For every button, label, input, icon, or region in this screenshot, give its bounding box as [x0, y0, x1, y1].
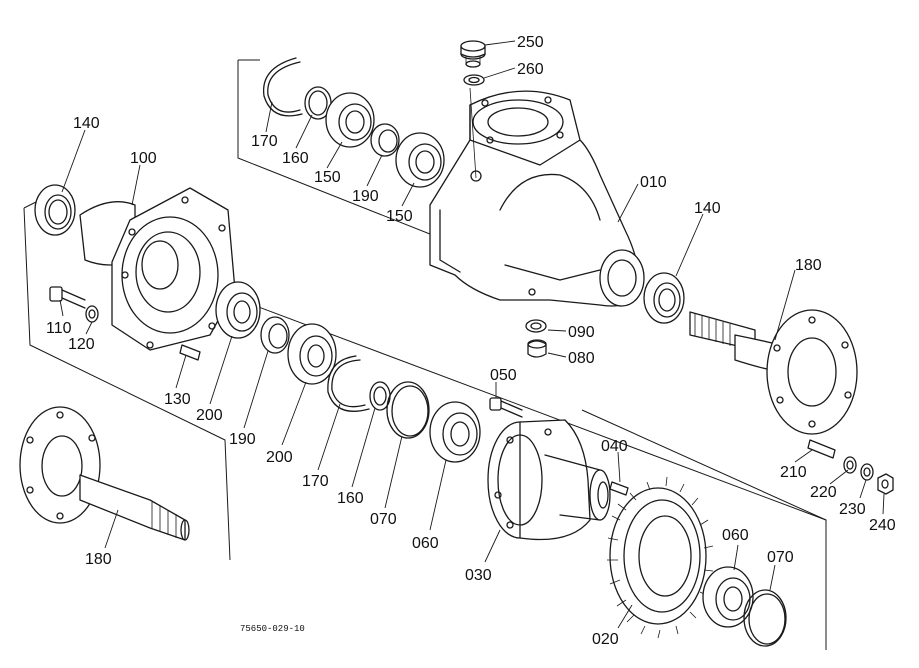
callout-170-upper: 170 [251, 133, 278, 150]
bolt-050 [489, 397, 523, 418]
callout-250: 250 [517, 34, 544, 51]
callout-090: 090 [568, 324, 595, 341]
pin-040 [609, 481, 629, 496]
washer-260 [463, 74, 485, 86]
callout-070-b: 070 [767, 549, 794, 566]
spacer-190-upper [370, 123, 400, 157]
callout-100: 100 [130, 150, 157, 167]
callout-060-a: 060 [412, 535, 439, 552]
callout-160-upper: 160 [282, 150, 309, 167]
bearing-060-b [702, 566, 754, 628]
callout-060-b: 060 [722, 527, 749, 544]
callout-080: 080 [568, 350, 595, 367]
callout-190-lower: 190 [229, 431, 256, 448]
callout-150-b: 150 [386, 208, 413, 225]
bearing-150-b [395, 132, 445, 188]
callout-170-lower: 170 [302, 473, 329, 490]
axle-shaft-180-left [19, 406, 190, 541]
oil-seal-140-left [34, 184, 76, 236]
drawing-reference-number: 75650-029-10 [240, 624, 305, 634]
callout-140-right: 140 [694, 200, 721, 217]
callout-210: 210 [780, 464, 807, 481]
snap-ring-170-upper [262, 57, 303, 117]
oil-seal-140-right [643, 272, 685, 324]
callout-050: 050 [490, 367, 517, 384]
washer-220 [843, 456, 857, 474]
bearing-housing-100 [79, 187, 236, 351]
stud-210 [807, 439, 836, 459]
bearing-200-a [215, 281, 261, 339]
callout-220: 220 [810, 484, 837, 501]
callout-140-left: 140 [73, 115, 100, 132]
callout-130: 130 [164, 391, 191, 408]
ring-gear-020 [607, 476, 714, 639]
callout-010: 010 [640, 174, 667, 191]
callout-240: 240 [869, 517, 896, 534]
bearing-150-a [325, 92, 375, 148]
pin-130 [179, 344, 201, 361]
callout-190-upper: 190 [352, 188, 379, 205]
callout-180-left: 180 [85, 551, 112, 568]
callout-200-a: 200 [196, 407, 223, 424]
callout-110: 110 [46, 320, 72, 337]
nut-240 [877, 473, 894, 495]
callout-040: 040 [601, 438, 628, 455]
differential-case-030 [487, 419, 611, 541]
part-callouts: 250 260 140 100 170 160 150 190 150 010 … [46, 34, 896, 648]
spacer-190-lower [260, 316, 290, 354]
plug-250 [460, 40, 486, 68]
gear-case-010 [429, 87, 645, 307]
callout-030: 030 [465, 567, 492, 584]
callout-180-right: 180 [795, 257, 822, 274]
washer-120 [85, 305, 99, 323]
assembly-frame-upper [237, 59, 441, 239]
assembly-frame-lower [239, 299, 827, 650]
callout-160-lower: 160 [337, 490, 364, 507]
bearing-060-a [429, 401, 481, 463]
callout-020: 020 [592, 631, 619, 648]
nut-080 [527, 339, 547, 358]
o-ring-070-a [386, 381, 430, 439]
bolt-110 [49, 286, 86, 309]
o-ring-070-b [743, 589, 787, 647]
callout-230: 230 [839, 501, 866, 518]
callout-150-a: 150 [314, 169, 341, 186]
lock-washer-230 [860, 463, 874, 481]
bearing-200-b [287, 323, 337, 385]
washer-090 [525, 319, 547, 333]
callout-200-b: 200 [266, 449, 293, 466]
callout-070-a: 070 [370, 511, 397, 528]
leader-lines [59, 40, 885, 629]
callout-260: 260 [517, 61, 544, 78]
callout-120: 120 [68, 336, 95, 353]
snap-ring-170-lower [327, 355, 370, 412]
axle-shaft-180-right [689, 309, 858, 435]
